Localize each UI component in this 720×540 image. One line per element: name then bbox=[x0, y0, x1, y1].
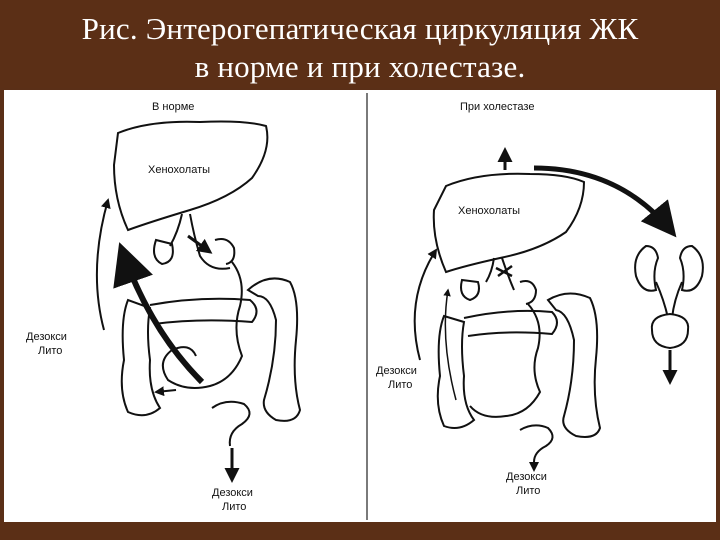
right-ureters bbox=[655, 281, 683, 319]
right-kidney-right bbox=[678, 244, 704, 292]
left-small-intestine bbox=[161, 261, 244, 389]
slide-title: Рис. Энтерогепатическая циркуляция ЖК в … bbox=[0, 10, 720, 86]
right-inner-arrow bbox=[443, 288, 457, 401]
left-bottom-label-1: Дезокси bbox=[212, 487, 253, 499]
left-side-arrow bbox=[95, 198, 111, 331]
right-transverse-colon bbox=[463, 309, 558, 337]
left-liver bbox=[112, 120, 269, 232]
right-liver bbox=[432, 172, 586, 274]
left-rectum bbox=[211, 400, 251, 447]
right-small-intestine bbox=[469, 303, 542, 418]
left-colon-left bbox=[120, 298, 162, 417]
title-line-2: в норме и при холестазе. bbox=[194, 49, 526, 84]
left-transverse-colon bbox=[149, 297, 258, 325]
right-side-label-2: Лито bbox=[388, 379, 412, 391]
left-colon bbox=[246, 277, 302, 422]
right-side-label-1: Дезокси bbox=[376, 365, 417, 377]
left-inner-arrow bbox=[154, 386, 177, 397]
right-colon-left bbox=[436, 314, 476, 429]
title-line-1: Рис. Энтерогепатическая циркуляция ЖК bbox=[81, 11, 639, 46]
left-gallbladder bbox=[153, 238, 174, 266]
right-diagram bbox=[413, 147, 704, 472]
right-kidney-left bbox=[634, 244, 660, 292]
left-bottom-label-2: Лито bbox=[222, 501, 246, 513]
left-side-label-1: Дезокси bbox=[26, 331, 67, 343]
left-stomach bbox=[214, 238, 236, 265]
left-side-label-2: Лито bbox=[38, 345, 62, 357]
right-block-mark bbox=[495, 264, 513, 278]
right-gallbladder bbox=[460, 278, 480, 302]
right-rectum bbox=[519, 424, 554, 463]
right-liver-label: Хенохолаты bbox=[458, 205, 520, 217]
right-side-arrow bbox=[413, 248, 438, 361]
left-return-arrow bbox=[113, 242, 205, 385]
right-stomach bbox=[519, 280, 538, 305]
left-heading: В норме bbox=[152, 101, 194, 113]
right-bladder bbox=[650, 312, 690, 350]
right-bottom-label-1: Дезокси bbox=[506, 471, 547, 483]
left-bile-arrow bbox=[187, 234, 213, 254]
right-kidney-arrow bbox=[533, 165, 677, 238]
header-bar: Рис. Энтерогепатическая циркуляция ЖК в … bbox=[0, 0, 720, 88]
footer-bar bbox=[0, 522, 720, 540]
left-diagram bbox=[95, 120, 302, 483]
right-bottom-label-2: Лито bbox=[516, 485, 540, 497]
right-heading: При холестазе bbox=[460, 101, 534, 113]
right-colon bbox=[546, 292, 602, 438]
left-liver-label: Хенохолаты bbox=[148, 164, 210, 176]
left-bile-duct bbox=[169, 213, 231, 270]
